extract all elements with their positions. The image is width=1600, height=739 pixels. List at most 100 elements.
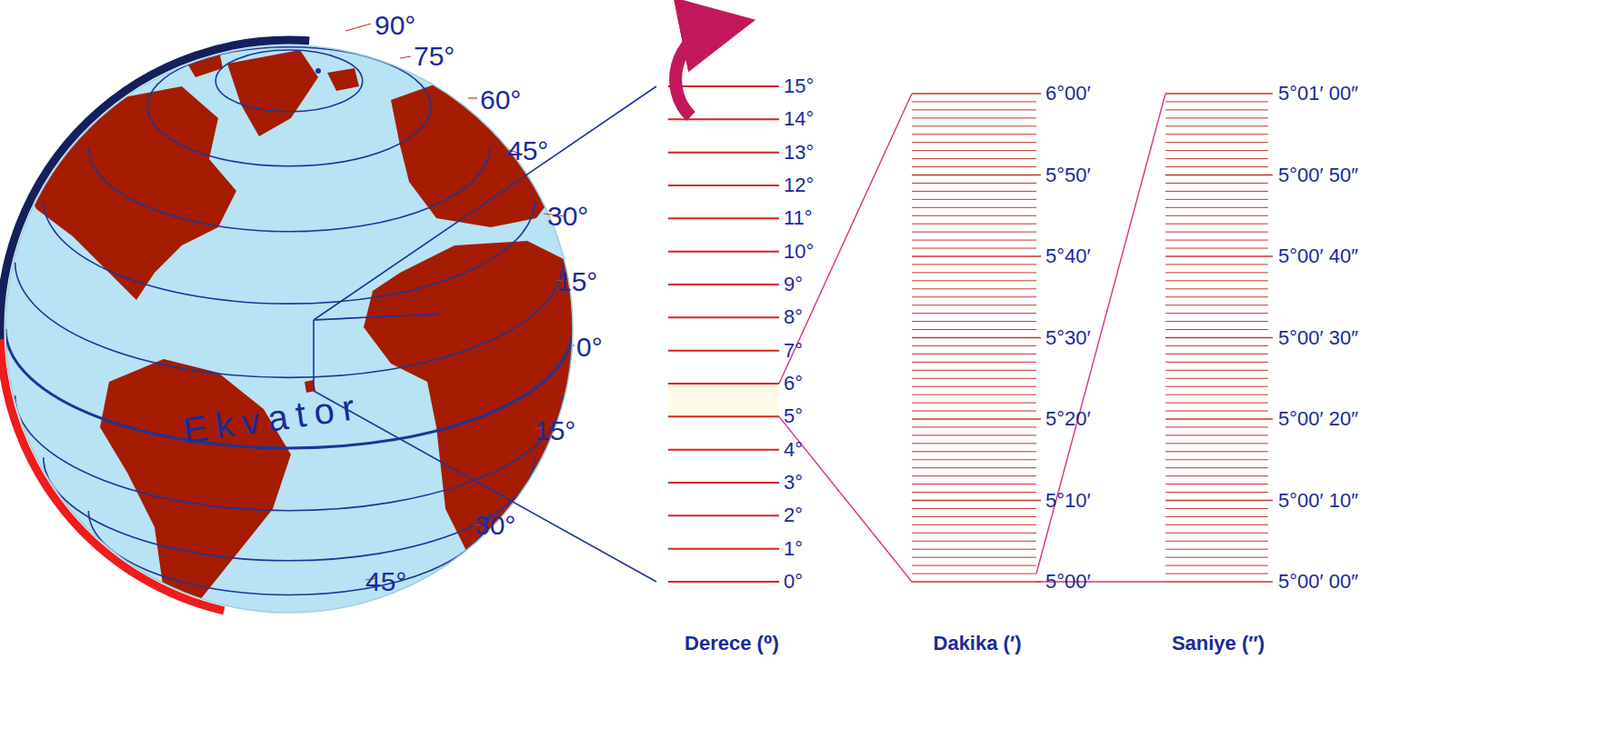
- second-line: [1165, 508, 1269, 510]
- minute-line: [911, 353, 1037, 355]
- second-line: [1165, 491, 1269, 493]
- minute-line: [911, 459, 1037, 460]
- scale-label: 5°00′ 50″: [1278, 165, 1359, 186]
- scale-heading: Derece (⁰): [684, 633, 780, 654]
- minute-line: [911, 345, 1037, 347]
- minute-line: [911, 378, 1037, 380]
- scale-label: 2°: [783, 505, 803, 526]
- second-line: [1165, 190, 1269, 192]
- second-line: [1165, 158, 1269, 160]
- second-line: [1165, 215, 1269, 217]
- second-line: [1165, 182, 1269, 184]
- degree-line: [668, 250, 780, 253]
- second-line: [1165, 378, 1269, 380]
- minute-line: [911, 190, 1037, 192]
- continent: [363, 240, 582, 564]
- continent: [18, 86, 237, 300]
- second-line: [1165, 532, 1269, 534]
- scale-label: 1°: [783, 539, 803, 560]
- zoom-line: [1036, 93, 1166, 574]
- second-line: [1165, 580, 1273, 583]
- degree-line: [668, 481, 780, 484]
- second-line: [1165, 296, 1269, 298]
- second-line: [1165, 304, 1269, 306]
- scale-label: 5°00′ 40″: [1278, 246, 1359, 267]
- second-line: [1165, 92, 1273, 95]
- minute-line: [911, 402, 1037, 404]
- north-arc: [0, 40, 310, 340]
- scale-label: 11°: [783, 208, 813, 229]
- minute-line: [911, 386, 1037, 388]
- globe-outline: [5, 45, 573, 613]
- label-tick: [400, 56, 411, 59]
- second-line: [1165, 557, 1269, 559]
- continent: [390, 77, 564, 228]
- scale-label: 5°00′ 00″: [1278, 571, 1359, 592]
- scale-label: 10°: [783, 241, 814, 262]
- minute-line: [911, 491, 1037, 493]
- second-line: [1165, 524, 1269, 526]
- latitude-line: [88, 147, 490, 232]
- continent: [304, 143, 526, 393]
- scale-label: 0°: [783, 571, 803, 592]
- second-line: [1165, 483, 1269, 485]
- section-box: [313, 314, 439, 391]
- continent: [227, 50, 319, 137]
- scale-label: 5°00′ 30″: [1278, 328, 1359, 349]
- minute-line: [911, 540, 1037, 542]
- minute-line: [911, 483, 1037, 485]
- scale-label: 5°10′: [1045, 490, 1091, 511]
- scale-label: 15°: [556, 268, 598, 296]
- second-line: [1165, 450, 1269, 452]
- second-line: [1165, 410, 1269, 412]
- minute-line: [911, 370, 1037, 371]
- second-line: [1165, 565, 1269, 567]
- second-line: [1165, 231, 1269, 233]
- minute-line: [911, 337, 1041, 340]
- second-line: [1165, 174, 1273, 177]
- second-line: [1165, 320, 1269, 322]
- second-line: [1165, 475, 1269, 477]
- label-tick: [468, 97, 478, 99]
- minute-line: [911, 442, 1037, 444]
- latitude-line: [215, 50, 363, 112]
- minute-line: [911, 117, 1037, 119]
- second-line: [1165, 337, 1273, 340]
- minute-line: [911, 312, 1037, 314]
- minute-line: [911, 516, 1037, 518]
- minute-line: [911, 410, 1037, 412]
- scale-label: 5°30′: [1045, 328, 1091, 349]
- minute-line: [911, 125, 1037, 127]
- label-tick: [572, 344, 575, 346]
- latitude-line: [147, 47, 431, 167]
- degree-line: [668, 184, 780, 187]
- second-line: [1165, 280, 1269, 281]
- minute-line: [911, 248, 1037, 250]
- minute-line: [911, 231, 1037, 233]
- minute-line: [911, 255, 1041, 258]
- minute-line: [911, 100, 1037, 102]
- second-line: [1165, 255, 1273, 258]
- degree-line: [668, 382, 780, 385]
- second-line: [1165, 100, 1269, 102]
- zoom-line: [779, 93, 912, 384]
- minute-line: [911, 426, 1037, 428]
- scale-label: 60°: [480, 86, 521, 114]
- degree-line: [668, 449, 780, 451]
- minute-line: [911, 166, 1037, 168]
- scale-label: 5°40′: [1045, 246, 1091, 267]
- minute-line: [911, 280, 1037, 281]
- second-line: [1165, 467, 1269, 469]
- minute-line: [911, 304, 1037, 306]
- degree-line: [668, 580, 780, 583]
- minute-line: [911, 109, 1037, 110]
- highlight-band: [668, 383, 780, 417]
- latitude-line: [5, 329, 573, 449]
- second-line: [1165, 248, 1269, 250]
- degree-line: [668, 283, 780, 286]
- second-line: [1165, 459, 1269, 460]
- scale-label: 30°: [547, 202, 589, 230]
- minute-line: [911, 92, 1041, 95]
- degree-line: [668, 548, 780, 550]
- degree-line: [668, 350, 780, 352]
